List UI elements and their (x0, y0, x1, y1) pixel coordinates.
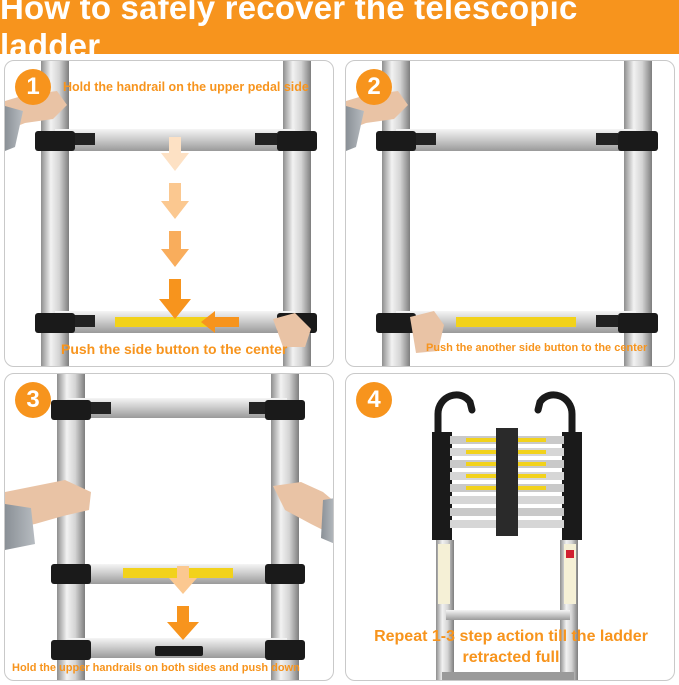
left-rail (57, 374, 85, 680)
step-number-badge: 2 (356, 69, 392, 105)
step-2-illustration (346, 61, 658, 366)
step-number-badge: 3 (15, 382, 51, 418)
right-rail (271, 374, 299, 680)
step-1-caption: Push the side button to the center (61, 341, 288, 357)
step-3-illustration (5, 374, 333, 680)
page-title: How to safely recover the telescopic lad… (0, 0, 578, 64)
right-hook (534, 391, 576, 448)
warning-label (456, 317, 576, 327)
title-banner: How to safely recover the telescopic lad… (0, 0, 679, 64)
step-1-top-caption: Hold the handrail on the upper pedal sid… (63, 80, 309, 94)
step-number-badge: 1 (15, 69, 51, 105)
left-arrow (201, 311, 239, 333)
down-arrow (167, 606, 199, 640)
warning-label (115, 317, 235, 327)
step-2-caption: Push the another side button to the cent… (426, 342, 648, 354)
upper-step (396, 129, 636, 151)
step-1-illustration (5, 61, 317, 366)
step-1-panel: 1 Hold the handrail on the upper pedal s… (4, 60, 334, 367)
step-4-illustration (432, 391, 582, 680)
right-hand (273, 482, 333, 535)
step-number-badge: 4 (356, 382, 392, 418)
down-arrows (159, 137, 191, 319)
step-3-caption: Hold the upper handrails on both sides a… (12, 662, 300, 674)
step-4-panel: 4 Repeat 1-3 step action till the ladder… (345, 373, 675, 681)
upper-step (67, 398, 287, 418)
step-2-panel: 2 Push the another side button to the ce… (345, 60, 675, 367)
step-3-panel: 3 Hold the upper handrails on both sides… (4, 373, 334, 681)
step-4-caption: Repeat 1-3 step action till the ladder r… (374, 628, 648, 666)
collapsed-ladder-stack (432, 428, 582, 540)
left-hook (434, 391, 476, 448)
